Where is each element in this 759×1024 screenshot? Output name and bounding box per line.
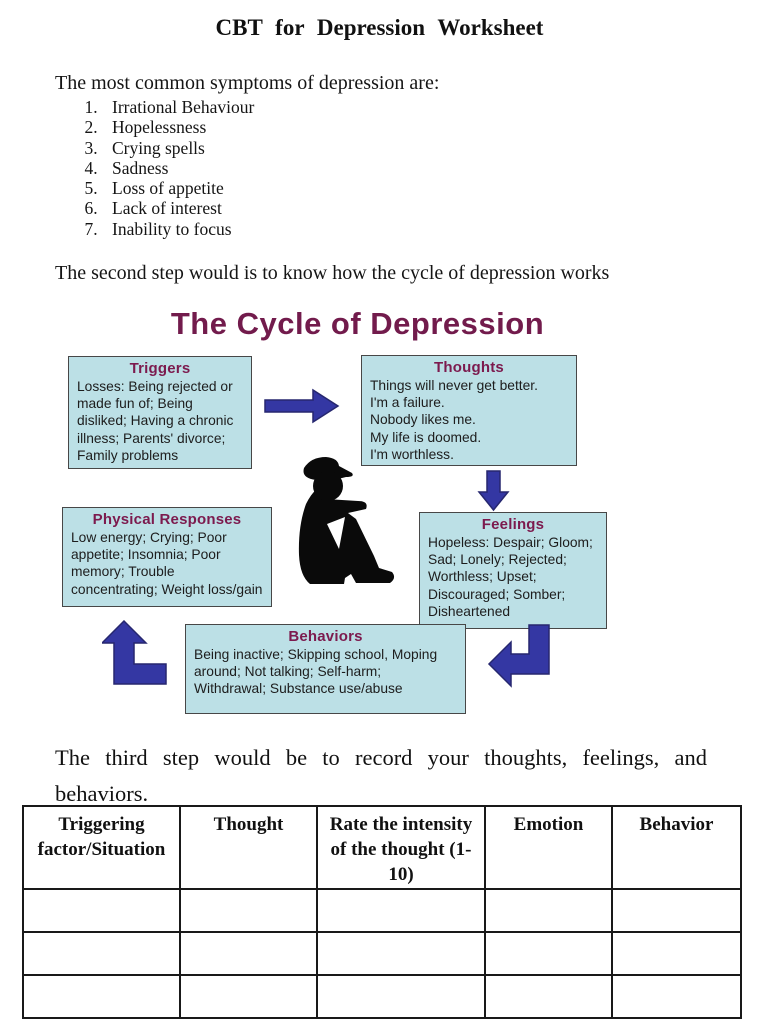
record-cell[interactable]: [22, 888, 181, 933]
arrow-bent-feelings-to-behaviors-icon: [487, 624, 550, 688]
thoughts-line: I'm a failure.: [370, 395, 445, 411]
symptom-item: Hopelessness: [102, 117, 254, 137]
record-cell[interactable]: [316, 974, 486, 1019]
record-cell[interactable]: [484, 974, 613, 1019]
symptoms-lead-text: The most common symptoms of depression a…: [55, 72, 440, 94]
symptom-list: Irrational Behaviour Hopelessness Crying…: [80, 97, 254, 239]
thoughts-line: I'm worthless.: [370, 446, 454, 462]
behaviors-heading: Behaviors: [288, 628, 363, 645]
record-table-row: [22, 931, 742, 976]
column-header-thought: Thought: [179, 805, 318, 890]
behaviors-body: Being inactive; Skipping school, Moping …: [194, 647, 438, 697]
record-cell[interactable]: [611, 974, 742, 1019]
sitting-person-silhouette: [298, 457, 395, 584]
record-cell[interactable]: [22, 974, 181, 1019]
step2-text: The second step would is to know how the…: [55, 262, 610, 284]
physical-responses-body: Low energy; Crying; Poor appetite; Insom…: [71, 530, 263, 597]
record-cell[interactable]: [179, 931, 318, 976]
feelings-body: Hopeless: Despair; Gloom; Sad; Lonely; R…: [428, 535, 593, 619]
triggers-body: Losses: Being rejected or made fun of; B…: [77, 379, 234, 463]
record-table: Triggering factor/Situation Thought Rate…: [22, 805, 742, 1019]
physical-responses-box: Physical Responses Low energy; Crying; P…: [62, 507, 272, 607]
arrow-down-thoughts-to-feelings-icon: [477, 470, 510, 512]
column-header-intensity: Rate the intensity of the thought (1-10): [316, 805, 486, 890]
thoughts-line: My life is doomed.: [370, 429, 482, 445]
arrow-right-triggers-to-thoughts-icon: [264, 388, 340, 424]
record-cell[interactable]: [179, 888, 318, 933]
record-cell[interactable]: [22, 931, 181, 976]
record-cell[interactable]: [611, 931, 742, 976]
symptom-item: Inability to focus: [102, 219, 254, 239]
record-cell[interactable]: [611, 888, 742, 933]
column-header-behavior: Behavior: [611, 805, 742, 890]
triggers-heading: Triggers: [129, 360, 191, 377]
thoughts-box: Thoughts Things will never get better. I…: [361, 355, 577, 466]
record-cell[interactable]: [484, 888, 613, 933]
page-title: CBT for Depression Worksheet: [215, 15, 544, 40]
symptom-item: Lack of interest: [102, 198, 254, 218]
record-cell[interactable]: [179, 974, 318, 1019]
symptom-item: Loss of appetite: [102, 178, 254, 198]
thoughts-line: Things will never get better.: [370, 378, 538, 393]
record-cell[interactable]: [316, 931, 486, 976]
diagram-title: The Cycle of Depression: [170, 306, 545, 341]
feelings-heading: Feelings: [481, 516, 545, 533]
behaviors-box: Behaviors Being inactive; Skipping schoo…: [185, 624, 466, 714]
record-cell[interactable]: [484, 931, 613, 976]
symptom-item: Irrational Behaviour: [102, 97, 254, 117]
feelings-box: Feelings Hopeless: Despair; Gloom; Sad; …: [419, 512, 607, 629]
triggers-box: Triggers Losses: Being rejected or made …: [68, 356, 252, 469]
record-table-row: [22, 974, 742, 1019]
record-cell[interactable]: [316, 888, 486, 933]
physical-responses-heading: Physical Responses: [92, 511, 242, 528]
cycle-of-depression-diagram: The Cycle of Depression Triggers Losses:…: [0, 300, 759, 725]
symptom-item: Crying spells: [102, 138, 254, 158]
thoughts-heading: Thoughts: [434, 359, 504, 376]
column-header-triggering-factor: Triggering factor/Situation: [22, 805, 181, 890]
record-table-row: [22, 888, 742, 933]
thoughts-line: Nobody likes me.: [370, 412, 476, 428]
column-header-emotion: Emotion: [484, 805, 613, 890]
record-table-header-row: Triggering factor/Situation Thought Rate…: [22, 805, 742, 890]
symptom-item: Sadness: [102, 158, 254, 178]
step3-text: The third step would be to record your t…: [55, 745, 707, 806]
arrow-bent-behaviors-to-physical-icon: [102, 620, 167, 685]
